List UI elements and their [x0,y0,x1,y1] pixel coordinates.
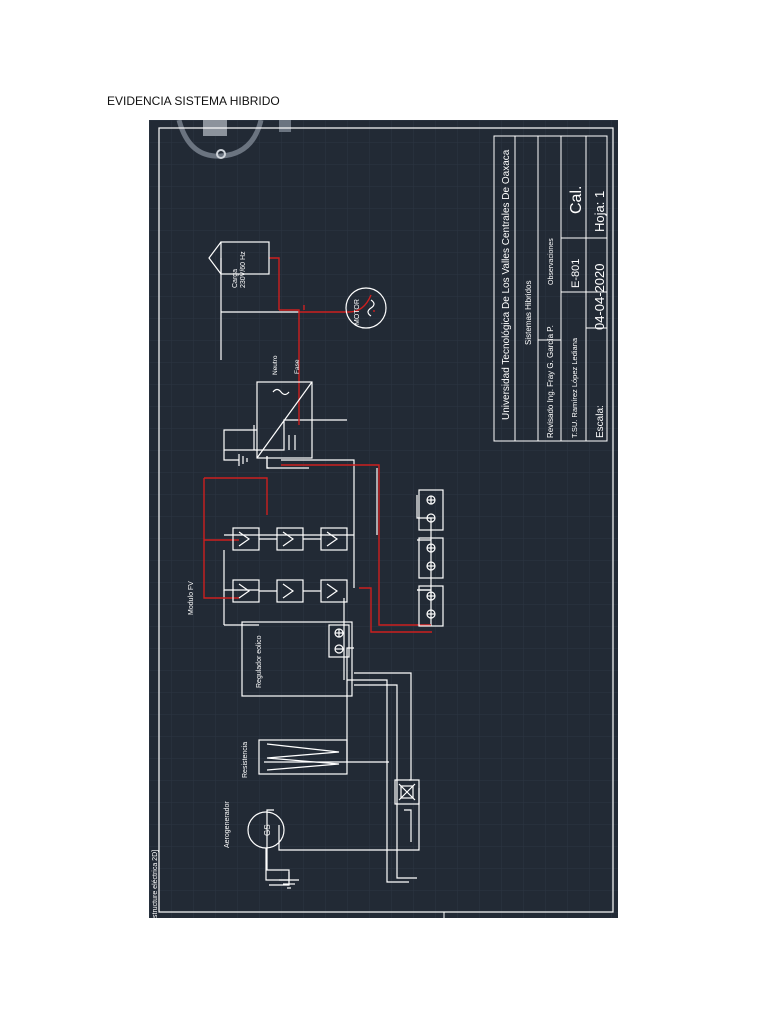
motor [345,287,387,329]
dump-resistor [258,739,348,775]
tb-fecha: 04-04-2020 [592,264,607,331]
tb-university: Universidad Tecnológica De Los Valles Ce… [501,149,512,420]
fase-label: Fase [294,359,301,374]
tb-project: Sistemas Hibridos [524,281,533,345]
tb-revisado: Revisado Ing. Fray G. García P. [546,325,555,438]
inverter [256,381,313,459]
tb-autor: T.SU. Ramírez López Lediana [570,337,579,438]
tb-cal: Cal. [568,186,585,214]
tb-grupo: E-801 [570,259,582,288]
cad-drawing: Universidad Tecnológica De Los Valles Ce… [149,120,618,918]
resistencia-label: Resistencia [242,742,249,778]
regulador-label: Regulador eolico [256,635,263,688]
wind-generator [247,811,299,889]
side-caption: structure eléctrica 2D] [152,850,159,918]
tb-hoja: Hoja: 1 [592,191,607,232]
title-block-text: Universidad Tecnológica De Los Valles Ce… [501,149,607,438]
schematic-diagram: Universidad Tecnológica De Los Valles Ce… [149,120,618,918]
pv-module-array [232,527,348,603]
carga-load [208,241,270,275]
document-title: EVIDENCIA SISTEMA HIBRIDO [107,94,280,108]
drawing-frame [158,127,614,913]
rectifier-box [394,779,420,805]
grid-background [149,120,618,918]
motor-label: MOTOR [354,299,361,325]
modulo-fv-label: Modulo FV [188,581,195,615]
carga-label: Carga [232,269,239,288]
gs-label: GS [263,824,272,836]
tb-observaciones: Observaciones [548,238,555,285]
aerogenerador-label: Aerogenerador [224,801,231,848]
wind-regulator [241,621,353,697]
carga-spec-label: 230V/60 Hz [240,251,247,288]
inverter-ground [223,429,257,466]
title-block [493,135,608,442]
neutro-label: Neutro [272,355,279,375]
nav-bar-stub[interactable] [279,120,291,132]
tb-escala: Escala: [595,405,606,438]
battery-bank [418,489,444,627]
